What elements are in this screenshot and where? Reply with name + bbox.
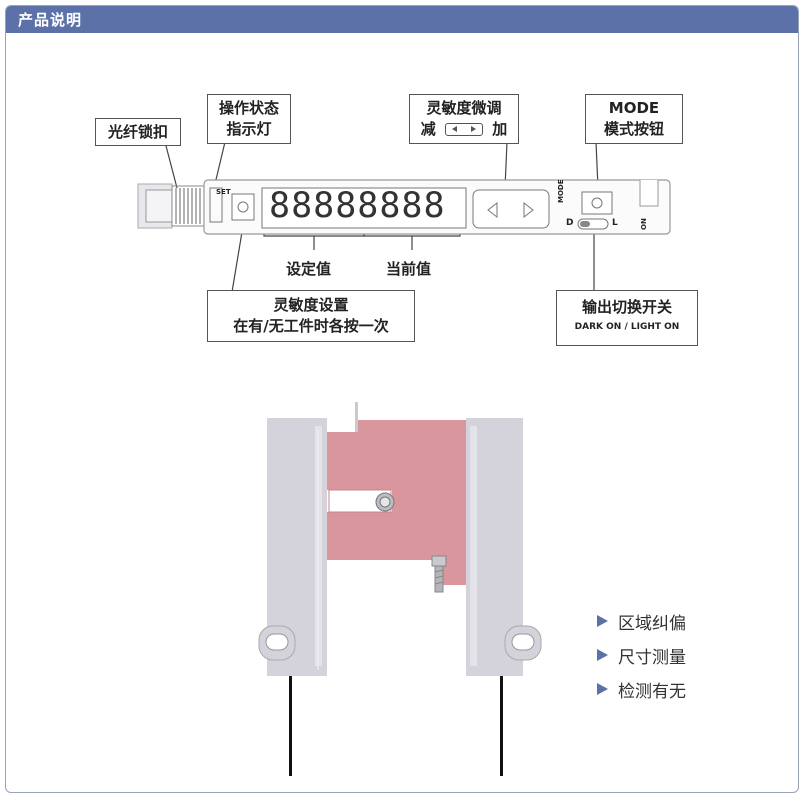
callout-status-light: 操作状态 指示灯 <box>207 94 291 144</box>
callout-sensitivity-adjust-plus: 加 <box>492 120 508 138</box>
adjust-arrows-icon <box>445 123 483 136</box>
triangle-bullet-icon <box>597 683 608 695</box>
callout-output-switch: 输出切换开关 DARK ON / LIGHT ON <box>556 290 698 346</box>
callout-status-light-line2: 指示灯 <box>226 120 272 138</box>
switch-d-label: D <box>566 218 574 228</box>
set-label: SET <box>216 188 231 196</box>
feature-item: 尺寸测量 <box>597 638 686 672</box>
callout-fiber-lock: 光纤锁扣 <box>95 118 181 146</box>
callout-sensitivity-adjust: 灵敏度微调 减 加 <box>409 94 519 144</box>
feature-item: 检测有无 <box>597 672 686 706</box>
callout-output-switch-line1: 输出切换开关 <box>581 298 672 316</box>
callout-sensitivity-adjust-minus: 减 <box>420 120 436 138</box>
feature-list: 区域纠偏 尺寸测量 检测有无 <box>597 604 686 706</box>
feature-item: 区域纠偏 <box>597 604 686 638</box>
callout-fiber-lock-text: 光纤锁扣 <box>107 123 168 141</box>
triangle-bullet-icon <box>597 649 608 661</box>
callout-output-switch-line2: DARK ON / LIGHT ON <box>574 322 680 332</box>
callout-status-light-line1: 操作状态 <box>218 99 279 117</box>
callout-mode-line2: 模式按钮 <box>603 120 664 138</box>
switch-l-label: L <box>612 218 618 228</box>
callout-sensitivity-adjust-line1: 灵敏度微调 <box>426 99 502 117</box>
feature-text: 检测有无 <box>618 681 686 702</box>
callout-sensitivity-set: 灵敏度设置 在有/无工件时各按一次 <box>207 290 415 342</box>
callout-mode: MODE 模式按钮 <box>585 94 683 144</box>
header-title: 产品说明 <box>18 11 83 29</box>
triangle-bullet-icon <box>597 615 608 627</box>
display-digits: 88888888 <box>269 186 446 226</box>
header-bar: 产品说明 <box>6 6 798 33</box>
callout-mode-line1: MODE <box>608 99 660 117</box>
feature-text: 尺寸测量 <box>618 647 686 668</box>
callout-sensitivity-set-line1: 灵敏度设置 <box>273 296 349 314</box>
callout-sensitivity-set-line2: 在有/无工件时各按一次 <box>233 317 389 335</box>
set-value-label: 设定值 <box>286 260 332 278</box>
feature-text: 区域纠偏 <box>618 613 686 634</box>
current-value-label: 当前值 <box>386 260 432 278</box>
